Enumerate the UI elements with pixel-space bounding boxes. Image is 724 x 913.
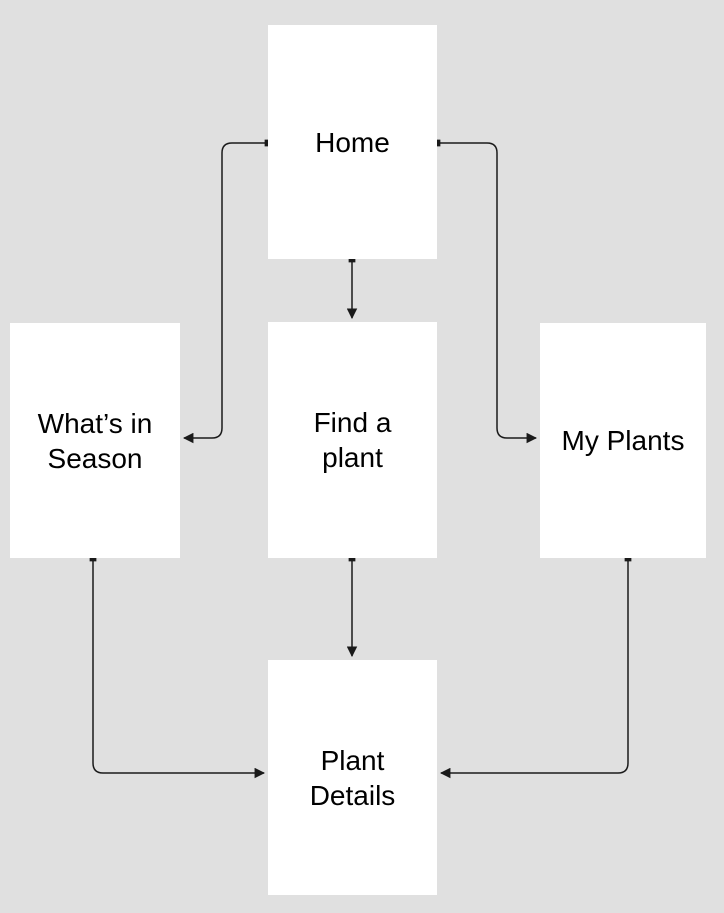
edge-home-to-my-plants xyxy=(433,139,538,444)
node-whats-in-season-label: What’s in Season xyxy=(37,407,153,474)
node-home[interactable]: Home xyxy=(268,25,437,259)
node-plant-details[interactable]: Plant Details xyxy=(268,660,437,895)
node-plant-details-label: Plant Details xyxy=(309,744,396,811)
node-my-plants-label: My Plants xyxy=(561,425,685,456)
node-home-label: Home xyxy=(315,126,390,158)
edge-home-to-whats-in-season xyxy=(182,139,272,444)
edge-whats-in-season-to-plant-details xyxy=(89,554,266,779)
node-find-a-plant[interactable]: Find a plant xyxy=(268,322,437,558)
node-find-a-plant-label: Find a plant xyxy=(313,407,392,473)
node-whats-in-season[interactable]: What’s in Season xyxy=(10,323,180,558)
edge-my-plants-to-plant-details xyxy=(439,554,632,779)
node-my-plants[interactable]: My Plants xyxy=(540,323,706,558)
